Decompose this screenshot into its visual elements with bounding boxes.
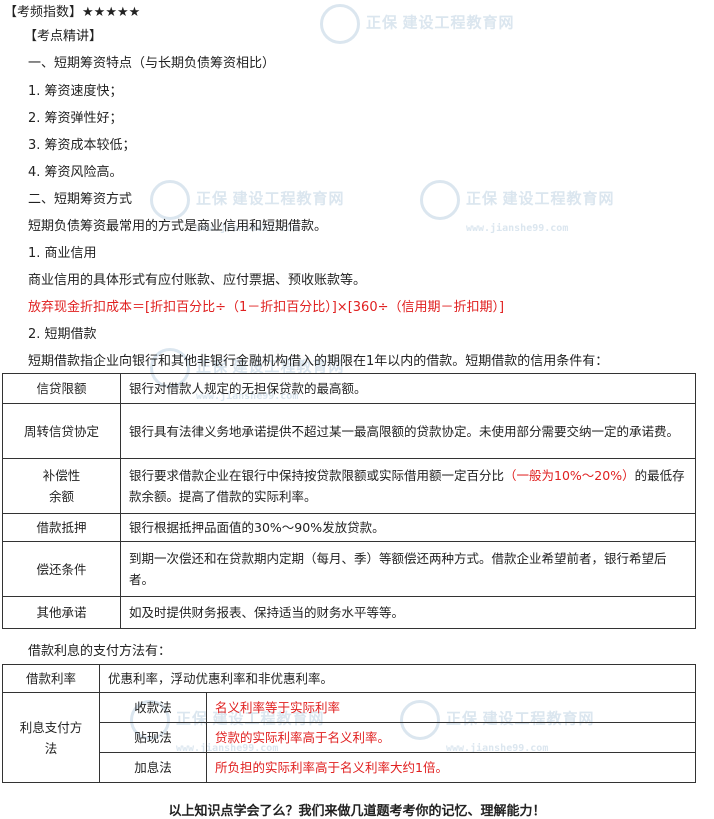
table-cell: 名义利率等于实际利率 [206,692,696,723]
table-cell: 周转信贷协定 [2,403,121,459]
table-cell: 如及时提供财务报表、保持适当的财务水平等等。 [120,596,696,629]
rating-label: 【考频指数】 [4,5,83,20]
table-row: 加息法 所负担的实际利率高于名义利率大约1倍。 [3,752,696,783]
section-label: 【考点精讲】 [24,29,103,44]
table-row: 借款利率 优惠利率，浮动优惠利率和非优惠利率。 [2,664,696,693]
subheading: 1. 商业信用 [28,246,97,261]
table-cell: 银行对借款人规定的无担保贷款的最高额。 [120,373,696,404]
feature-item: 4. 筹资风险高。 [28,165,123,180]
table-row: 补偿性余额 银行要求借款企业在银行中保持按贷款限额或实际借用额一定百分比（一般为… [2,458,696,514]
table-cell: 借款抵押 [2,513,121,542]
table-cell: 银行具有法律义务地承诺提供不超过某一最高限额的贷款协定。未使用部分需要交纳一定的… [120,403,696,459]
paragraph: 借款利息的支付方法有： [28,644,172,659]
table-cell: 银行根据抵押品面值的30%～90%发放贷款。 [120,513,696,542]
table-cell: 补偿性余额 [2,458,121,514]
paragraph: 商业信用的具体形式有应付账款、应付票据、预收账款等。 [28,273,367,288]
watermark-logo-icon [320,4,360,44]
table-row: 偿还条件 到期一次偿还和在贷款期内定期（每月、季）等额偿还两种方式。借款企业希望… [2,541,696,597]
watermark: 正保 建设工程教育网 [320,4,515,44]
table-cell: 加息法 [99,752,207,783]
table-cell: 利息支付方法 [2,692,100,783]
table-cell: 银行要求借款企业在银行中保持按贷款限额或实际借用额一定百分比（一般为10%～20… [120,458,696,514]
heading-methods: 二、短期筹资方式 [28,192,133,207]
paragraph: 短期负债筹资最常用的方式是商业信用和短期借款。 [28,219,328,234]
table-row: 信贷限额 银行对借款人规定的无担保贷款的最高额。 [2,373,696,404]
table-row: 借款抵押 银行根据抵押品面值的30%～90%发放贷款。 [2,513,696,542]
feature-item: 3. 筹资成本较低； [28,138,136,153]
table-cell: 其他承诺 [2,596,121,629]
formula: 放弃现金折扣成本＝[折扣百分比÷（1－折扣百分比）]×[360÷（信用期－折扣期… [28,300,505,315]
table-row: 周转信贷协定 银行具有法律义务地承诺提供不超过某一最高限额的贷款协定。未使用部分… [2,403,696,459]
watermark-logo-icon [420,180,460,220]
feature-item: 1. 筹资速度快； [28,84,123,99]
rating-header: 【考频指数】★★★★★ [4,1,140,20]
table-cell: 贷款的实际利率高于名义利率。 [206,722,696,753]
table-cell: 信贷限额 [2,373,121,404]
paragraph: 短期借款指企业向银行和其他非银行金融机构借入的期限在1年以内的借款。短期借款的信… [28,354,609,369]
table-cell: 优惠利率，浮动优惠利率和非优惠利率。 [99,664,696,693]
table-row: 其他承诺 如及时提供财务报表、保持适当的财务水平等等。 [2,596,696,629]
table-row: 贴现法 贷款的实际利率高于名义利率。 [3,722,696,753]
table-cell: 所负担的实际利率高于名义利率大约1倍。 [206,752,696,783]
table-cell: 收款法 [99,692,207,723]
credit-conditions-table: 信贷限额 银行对借款人规定的无担保贷款的最高额。 周转信贷协定 银行具有法律义务… [2,373,696,629]
footer-prompt: 以上知识点学会了么？我们来做几道题考考你的记忆、理解能力！ [168,804,546,819]
table-cell: 贴现法 [99,722,207,753]
subheading: 2. 短期借款 [28,327,97,342]
feature-item: 2. 筹资弹性好； [28,111,123,126]
table-cell: 到期一次偿还和在贷款期内定期（每月、季）等额偿还两种方式。借款企业希望前者，银行… [120,541,696,597]
table-cell: 借款利率 [2,664,100,693]
watermark-logo-icon [150,180,190,220]
rating-stars: ★★★★★ [82,5,141,20]
interest-payment-table: 借款利率 优惠利率，浮动优惠利率和非优惠利率。 利息支付方法 收款法 名义利率等… [2,664,696,783]
table-row: 利息支付方法 收款法 名义利率等于实际利率 [2,692,696,783]
heading-features: 一、短期筹资特点（与长期负债筹资相比） [28,56,276,71]
table-cell: 偿还条件 [2,541,121,597]
